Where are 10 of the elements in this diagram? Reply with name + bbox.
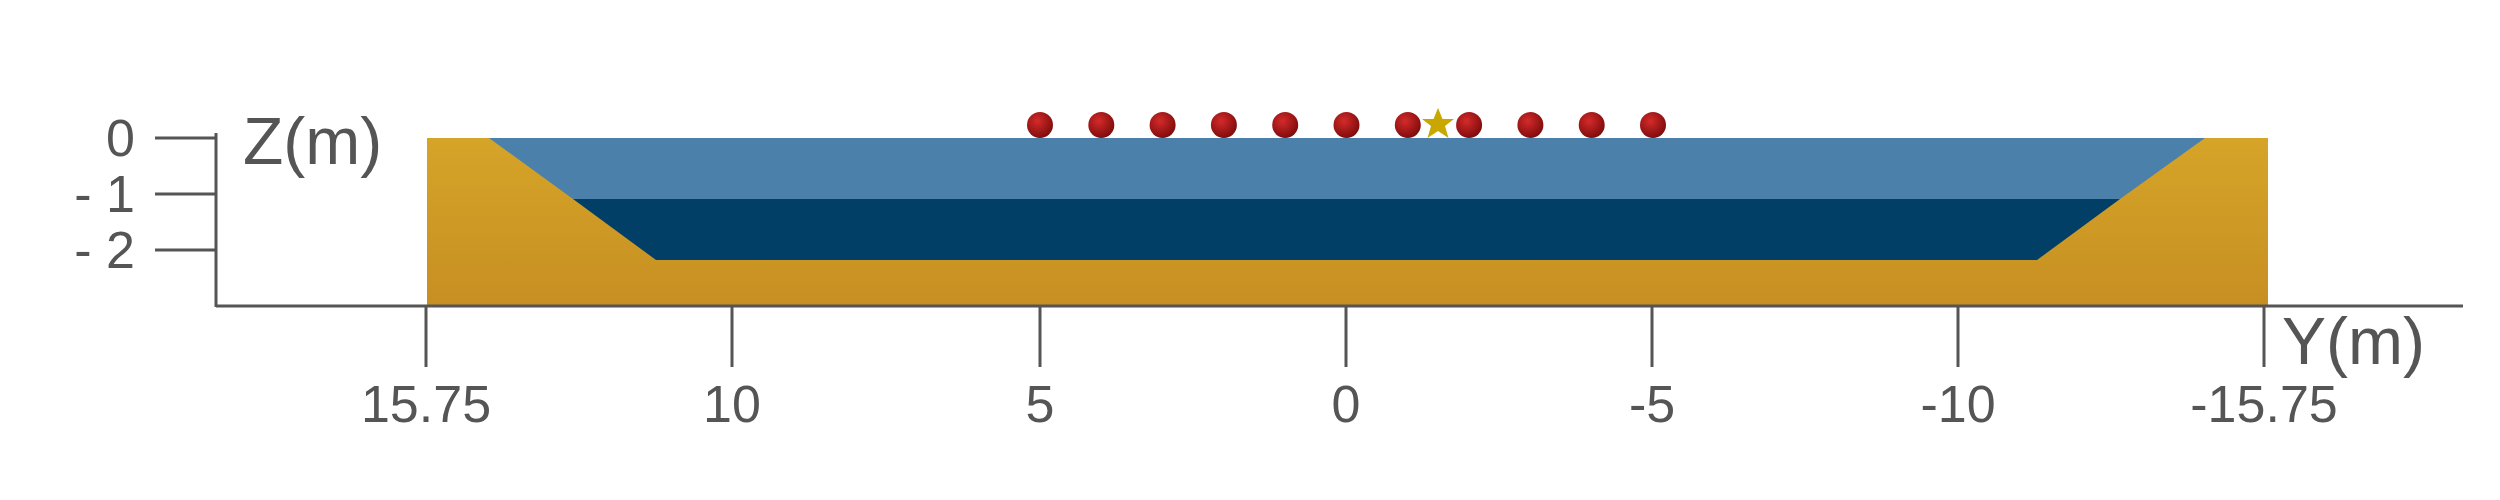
tick-label: -15.75 xyxy=(2190,378,2338,430)
tick-label: 5 xyxy=(1025,378,1055,430)
tick-label: - 1 xyxy=(74,168,135,220)
tick-label: -5 xyxy=(1628,378,1676,430)
tick-label: - 2 xyxy=(74,224,135,276)
tick-label: 10 xyxy=(703,378,761,430)
tick-label: 0 xyxy=(106,112,135,164)
tick-label: 0 xyxy=(1331,378,1361,430)
tick-label: 15.75 xyxy=(360,378,492,430)
tick-label: -10 xyxy=(1920,378,1996,430)
